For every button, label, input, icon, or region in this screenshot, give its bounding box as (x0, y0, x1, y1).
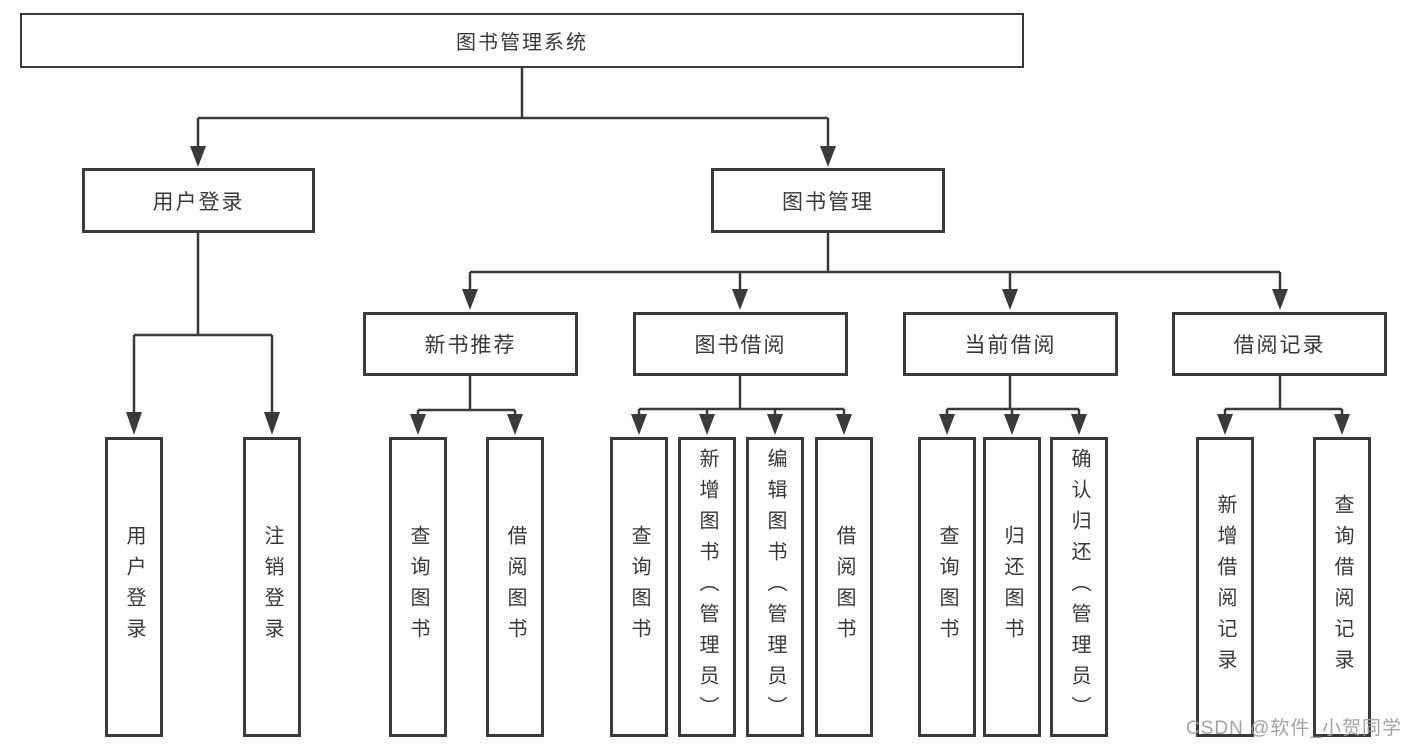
leaf-user-login: 用户登录 (105, 437, 163, 737)
leaf-borrow-query-books-label: 查询图书 (628, 525, 650, 649)
node-user-login: 用户登录 (82, 168, 315, 233)
node-borrow-record: 借阅记录 (1172, 312, 1387, 376)
leaf-current-query-books-label: 查询图书 (936, 525, 958, 649)
leaf-add-borrow-record-label: 新增借阅记录 (1214, 494, 1236, 680)
node-root-system: 图书管理系统 (20, 13, 1024, 68)
leaf-edit-book-admin-label: 编辑图书（管理员） (764, 447, 786, 727)
leaf-borrow-books: 借阅图书 (815, 437, 873, 737)
node-book-management: 图书管理 (711, 168, 945, 233)
csdn-watermark: CSDN @软件_小贺同学 (1186, 718, 1402, 739)
leaf-newbook-query-books-label: 查询图书 (407, 525, 429, 649)
node-book-borrow-label: 图书借阅 (694, 334, 787, 357)
node-borrow-record-label: 借阅记录 (1233, 334, 1326, 357)
leaf-add-book-admin: 新增图书（管理员） (678, 437, 736, 737)
leaf-current-query-books: 查询图书 (918, 437, 976, 737)
node-current-borrow: 当前借阅 (903, 312, 1118, 376)
leaf-return-books-label: 归还图书 (1001, 525, 1023, 649)
leaf-logout: 注销登录 (243, 437, 301, 737)
leaf-edit-book-admin: 编辑图书（管理员） (746, 437, 804, 737)
node-current-borrow-label: 当前借阅 (964, 334, 1057, 357)
leaf-newbook-borrow-books: 借阅图书 (486, 437, 544, 737)
leaf-borrow-query-books: 查询图书 (610, 437, 668, 737)
leaf-confirm-return-admin: 确认归还（管理员） (1050, 437, 1108, 737)
node-book-borrow: 图书借阅 (633, 312, 848, 376)
leaf-query-borrow-record: 查询借阅记录 (1313, 437, 1371, 737)
leaf-return-books: 归还图书 (983, 437, 1041, 737)
leaf-logout-label: 注销登录 (261, 525, 283, 649)
node-new-book-recommend-label: 新书推荐 (424, 334, 517, 357)
leaf-add-borrow-record: 新增借阅记录 (1196, 437, 1254, 737)
leaf-add-book-admin-label: 新增图书（管理员） (696, 447, 718, 727)
leaf-query-borrow-record-label: 查询借阅记录 (1331, 494, 1353, 680)
leaf-confirm-return-admin-label: 确认归还（管理员） (1068, 447, 1090, 727)
leaf-user-login-label: 用户登录 (123, 525, 145, 649)
node-user-login-label: 用户登录 (152, 190, 245, 214)
leaf-newbook-query-books: 查询图书 (389, 437, 447, 737)
node-new-book-recommend: 新书推荐 (363, 312, 578, 376)
node-book-management-label: 图书管理 (782, 190, 874, 214)
node-root-label: 图书管理系统 (456, 32, 588, 54)
leaf-newbook-borrow-books-label: 借阅图书 (504, 525, 526, 649)
leaf-borrow-books-label: 借阅图书 (833, 525, 855, 649)
